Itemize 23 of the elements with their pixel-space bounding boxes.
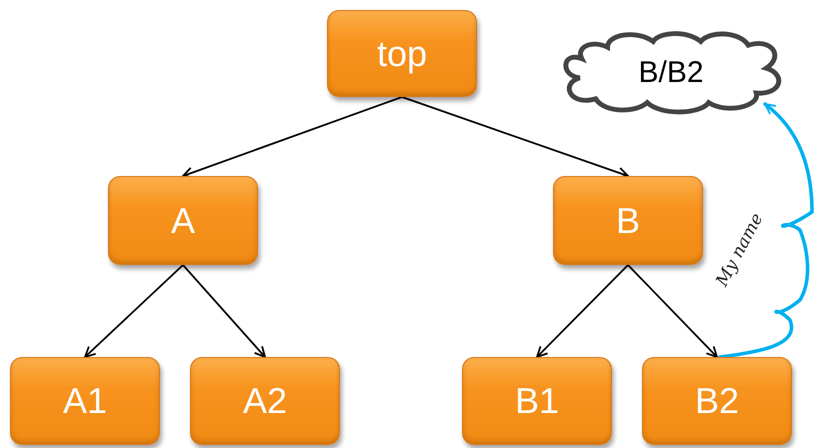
process-box: [327, 10, 477, 97]
node-label: top: [376, 32, 428, 74]
process-box: [190, 357, 340, 445]
node-label: A: [170, 200, 195, 242]
arrow: [401, 96, 629, 178]
process-box: [462, 357, 612, 445]
arrow: [182, 96, 403, 178]
arrow: [627, 264, 718, 358]
arrow: [718, 102, 814, 359]
node-label: B: [616, 200, 640, 242]
arrow: [182, 264, 266, 358]
node-label: B2: [694, 380, 740, 422]
node-label: A2: [242, 380, 288, 422]
node-label: B/B2: [638, 56, 704, 90]
node-label: A1: [62, 380, 108, 422]
arrow: [84, 264, 184, 358]
node-label: B1: [514, 380, 560, 422]
process-box: [10, 357, 160, 445]
edge-label: My name: [712, 210, 768, 290]
arrow: [536, 264, 629, 358]
process-box: [642, 357, 792, 445]
process-box: [108, 176, 258, 265]
process-box: [553, 176, 703, 265]
